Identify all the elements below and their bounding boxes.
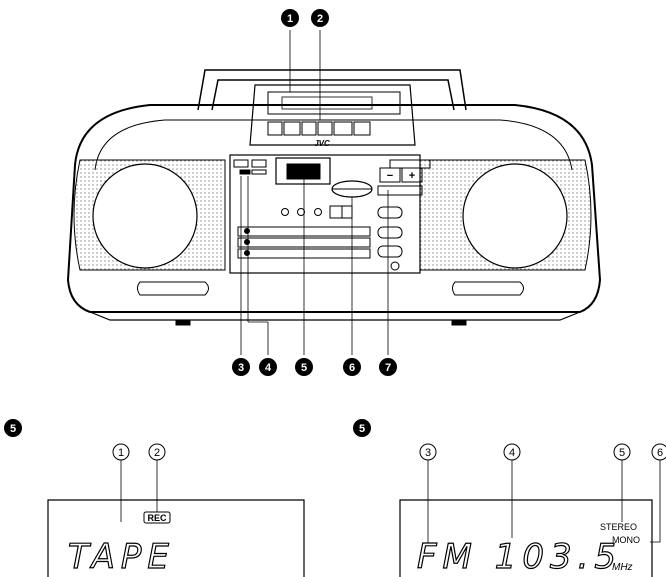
svg-text:REC: REC xyxy=(147,513,167,523)
minus-button-label: − xyxy=(387,170,393,182)
mono-indicator: MONO xyxy=(612,535,640,545)
circled-number-6: 6 xyxy=(651,443,666,461)
svg-text:5: 5 xyxy=(359,423,365,435)
bottom-grips xyxy=(137,281,524,296)
circled-number-1: 1 xyxy=(112,443,130,461)
tape-display-frame xyxy=(47,499,305,577)
leader-line-6 xyxy=(650,460,661,543)
left-section-marker: 5 xyxy=(4,419,22,437)
svg-text:5: 5 xyxy=(619,447,625,459)
svg-text:4: 4 xyxy=(265,362,272,374)
leader-lines xyxy=(240,30,389,355)
control-panel xyxy=(229,154,431,274)
handle xyxy=(197,69,467,111)
callout-5: 5 xyxy=(295,358,313,376)
svg-text:2: 2 xyxy=(154,447,160,459)
right-section-marker: 5 xyxy=(353,419,371,437)
svg-text:1: 1 xyxy=(118,447,124,459)
svg-text:2: 2 xyxy=(317,13,323,25)
callout-4: 4 xyxy=(259,358,277,376)
boombox-body xyxy=(66,84,602,326)
tape-display-text: TAPE xyxy=(68,537,175,577)
svg-text:5: 5 xyxy=(10,423,16,435)
brand-logo: JVC xyxy=(314,139,330,148)
callout-7: 7 xyxy=(379,358,397,376)
rec-badge: REC xyxy=(143,511,171,524)
callout-1: 1 xyxy=(281,9,299,27)
svg-text:3: 3 xyxy=(238,362,244,374)
callout-2: 2 xyxy=(311,9,329,27)
svg-text:3: 3 xyxy=(425,447,431,459)
svg-text:4: 4 xyxy=(509,447,515,459)
stereo-indicator: STEREO xyxy=(600,522,637,532)
circled-number-4: 4 xyxy=(503,443,521,461)
callout-6: 6 xyxy=(343,358,361,376)
svg-text:6: 6 xyxy=(349,362,355,374)
frequency-unit: MHz xyxy=(612,562,633,573)
plus-button-label: + xyxy=(409,170,415,182)
left-speaker xyxy=(73,159,226,271)
radio-display-frame xyxy=(399,499,653,577)
callout-3: 3 xyxy=(232,358,250,376)
svg-text:5: 5 xyxy=(301,362,307,374)
right-speaker xyxy=(419,159,592,271)
svg-text:7: 7 xyxy=(385,362,391,374)
svg-text:6: 6 xyxy=(657,447,663,459)
radio-display-text: FM 103.5 xyxy=(417,537,622,577)
circled-number-5: 5 xyxy=(613,443,631,461)
transport-buttons xyxy=(267,121,371,136)
circled-number-2: 2 xyxy=(148,443,166,461)
circled-number-3: 3 xyxy=(419,443,437,461)
svg-text:1: 1 xyxy=(287,13,293,25)
